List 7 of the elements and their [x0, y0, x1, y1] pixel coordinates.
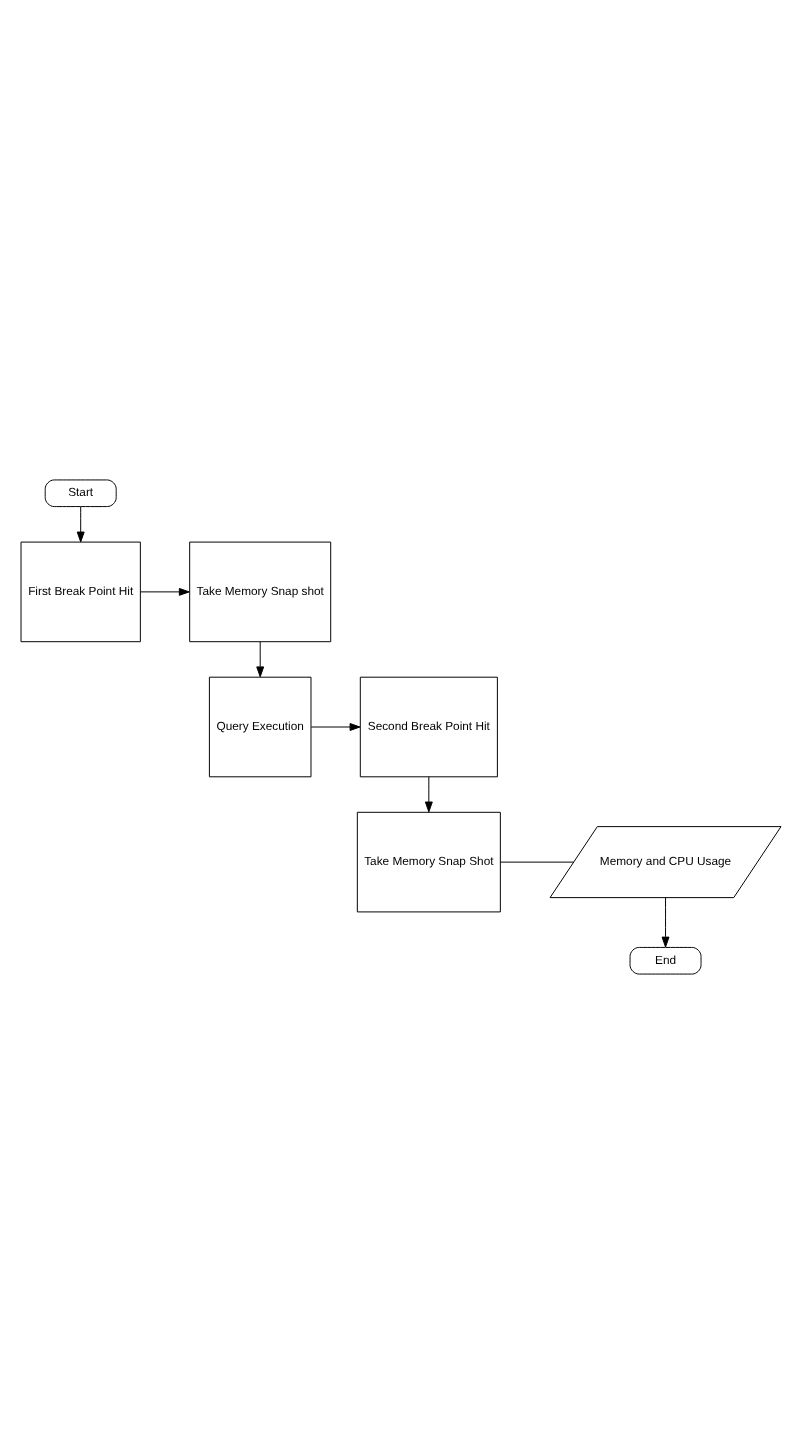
arrow	[661, 896, 670, 947]
arrow	[256, 640, 265, 677]
arrow	[424, 775, 433, 812]
arrow	[76, 505, 85, 542]
connector	[500, 860, 575, 862]
arrow	[310, 722, 361, 730]
arrow	[140, 586, 190, 595]
